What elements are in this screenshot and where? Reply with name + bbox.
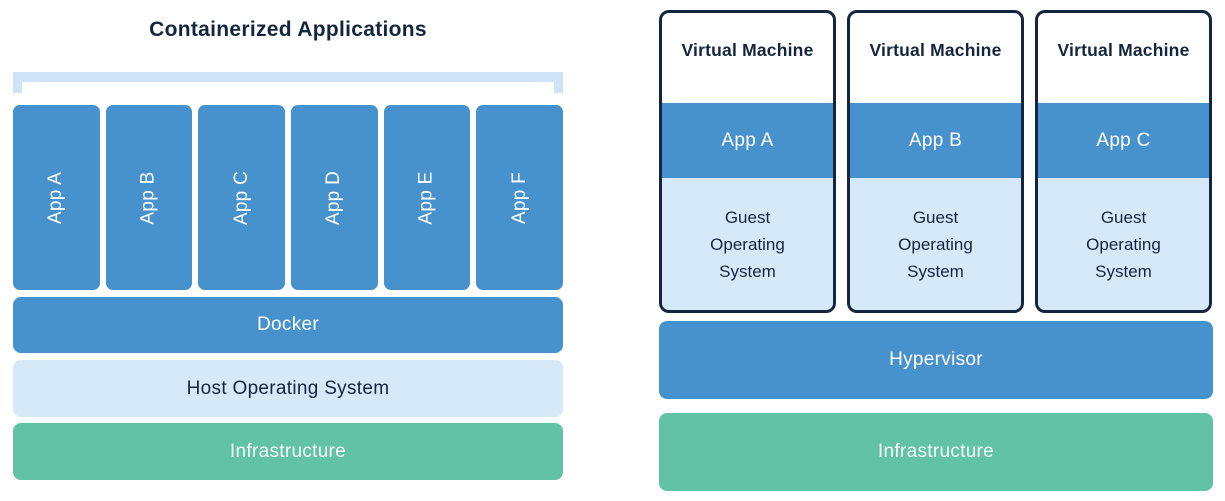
vm-3-guest-os-label: Guest Operating System xyxy=(1086,207,1161,281)
vm-3-app-label: App C xyxy=(1096,129,1151,151)
app-column-f: App F xyxy=(476,105,564,290)
host-os-label: Host Operating System xyxy=(186,377,390,399)
hypervisor-label: Hypervisor xyxy=(889,349,983,370)
vm-2-guest-os-label: Guest Operating System xyxy=(898,207,973,281)
right-infrastructure-layer: Infrastructure xyxy=(659,413,1213,491)
vm-1-guest-os-label: Guest Operating System xyxy=(710,207,785,281)
host-operating-system-layer: Host Operating System xyxy=(13,360,563,417)
container-group-bracket xyxy=(13,72,563,93)
hypervisor-layer: Hypervisor xyxy=(659,321,1213,399)
app-b-label: App B xyxy=(138,170,160,225)
vm-1-app-band: App A xyxy=(662,103,833,178)
vm-3-title: Virtual Machine xyxy=(1057,39,1190,60)
vm-2-app-band: App B xyxy=(850,103,1021,178)
right-infrastructure-label: Infrastructure xyxy=(877,441,995,462)
vm-1-guest-os-band: Guest Operating System xyxy=(662,178,833,310)
app-column-e: App E xyxy=(383,105,471,290)
virtual-machines-group: Virtual Machine App A Guest Operating Sy… xyxy=(659,10,1212,313)
virtual-machine-box-3: Virtual Machine App C Guest Operating Sy… xyxy=(1035,10,1212,313)
left-infrastructure-label: Infrastructure xyxy=(229,440,347,462)
vm-1-app-label: App A xyxy=(721,129,774,151)
docker-layer: Docker xyxy=(13,297,563,353)
docker-label: Docker xyxy=(257,314,319,335)
app-column-a: App A xyxy=(13,105,100,290)
app-column-d: App D xyxy=(291,105,378,290)
app-d-label: App D xyxy=(323,170,345,225)
containerized-applications-title: Containerized Applications xyxy=(149,18,427,41)
vm-2-guest-os-band: Guest Operating System xyxy=(850,178,1021,310)
vm-1-title: Virtual Machine xyxy=(681,39,814,60)
app-column-c: App C xyxy=(198,105,286,290)
vm-2-app-label: App B xyxy=(908,129,963,151)
app-e-label: App E xyxy=(416,170,438,225)
app-a-label: App A xyxy=(45,171,67,224)
app-c-label: App C xyxy=(230,170,252,225)
virtual-machine-box-1: Virtual Machine App A Guest Operating Sy… xyxy=(659,10,836,313)
app-column-b: App B xyxy=(105,105,193,290)
vm-3-app-band: App C xyxy=(1038,103,1209,178)
app-columns-group: App A App B App C App D App E App F xyxy=(13,105,564,290)
virtual-machine-box-2: Virtual Machine App B Guest Operating Sy… xyxy=(847,10,1024,313)
vm-3-guest-os-band: Guest Operating System xyxy=(1038,178,1209,310)
left-infrastructure-layer: Infrastructure xyxy=(13,423,563,480)
app-f-label: App F xyxy=(508,171,530,224)
vm-2-title: Virtual Machine xyxy=(869,39,1002,60)
